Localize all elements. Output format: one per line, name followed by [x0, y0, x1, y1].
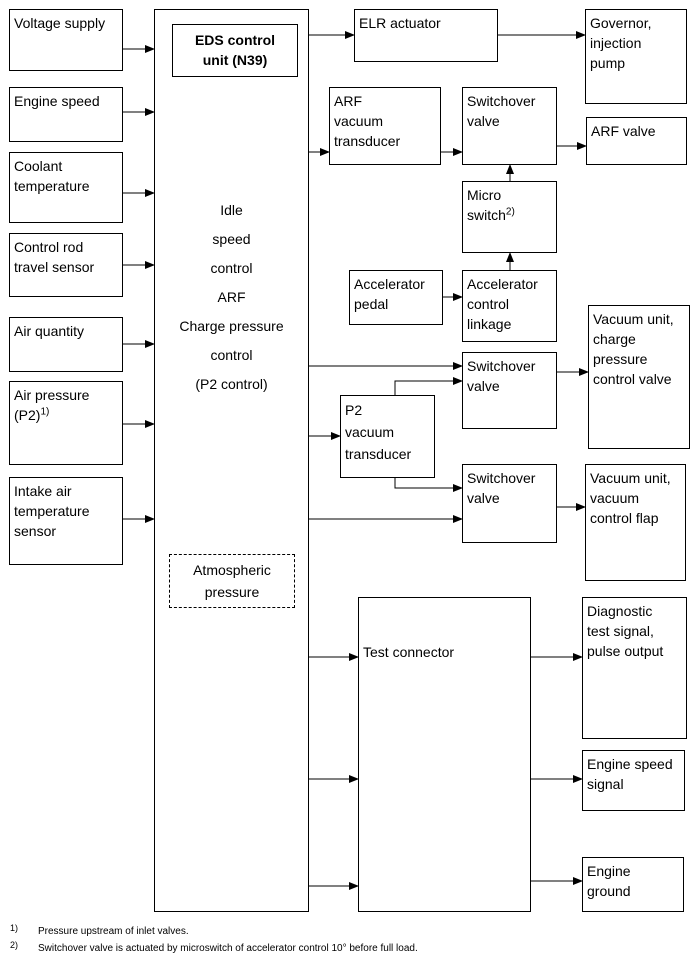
footnote-ref-2: 2) — [505, 206, 515, 218]
control-rod-box: Control rod travel sensor — [9, 233, 123, 297]
control-unit-title-box: EDS control unit (N39) — [172, 24, 298, 77]
arf-valve-box: ARF valve — [586, 117, 687, 165]
arf-transducer-box: ARF vacuum transducer — [329, 87, 441, 165]
accelerator-pedal-box: Accelerator pedal — [349, 270, 443, 325]
arrow-p2-to-flap — [394, 478, 463, 492]
footnote-mark: 1) — [10, 923, 19, 933]
air-pressure-box: Air pressure (P2)1) — [9, 381, 123, 465]
footnote-text: Switchover valve is actuated by microswi… — [38, 943, 418, 954]
footnote-mark: 2) — [10, 940, 19, 950]
function-line: ARF — [217, 289, 246, 305]
footnote-text: Pressure upstream of inlet valves. — [38, 926, 189, 937]
voltage-supply-box: Voltage supply — [9, 9, 123, 71]
governor-box: Governor, injection pump — [585, 9, 687, 104]
control-functions: Idle speed control ARF Charge pressure c… — [154, 196, 309, 399]
control-unit-title: EDS control unit (N39) — [194, 32, 276, 68]
function-line: Charge pressure — [179, 318, 284, 334]
micro-switch-box: Micro switch2) — [462, 181, 557, 253]
intake-air-box: Intake air temperature sensor — [9, 477, 123, 565]
switchover-valve-arf-box: Switchover valve — [462, 87, 557, 165]
function-line: control — [210, 347, 253, 363]
footnote-ref-1: 1) — [40, 406, 50, 418]
p2-transducer-box: P2 vacuum transducer — [340, 395, 435, 478]
vacuum-unit-charge-box: Vacuum unit, charge pressure control val… — [588, 305, 690, 449]
test-connector-box: Test connector — [358, 597, 531, 912]
diagnostic-box: Diagnostic test signal, pulse output — [582, 597, 687, 739]
coolant-temperature-box: Coolant temperature — [9, 152, 123, 223]
engine-speed-signal-box: Engine speed signal — [582, 750, 685, 811]
function-line: Idle — [220, 202, 243, 218]
atmospheric-pressure-box: Atmospheric pressure — [169, 554, 295, 608]
function-line: (P2 control) — [195, 376, 268, 392]
control-unit-frame — [154, 9, 309, 912]
accelerator-linkage-box: Accelerator control linkage — [462, 270, 557, 342]
function-line: speed — [212, 231, 251, 247]
arrow-p2-to-charge — [394, 377, 463, 395]
air-quantity-box: Air quantity — [9, 317, 123, 372]
elr-actuator-box: ELR actuator — [354, 9, 498, 62]
engine-ground-box: Engine ground — [582, 857, 684, 912]
switchover-valve-flap-box: Switchover valve — [462, 464, 557, 543]
function-line: control — [210, 260, 253, 276]
engine-speed-box: Engine speed — [9, 87, 123, 142]
vacuum-unit-flap-box: Vacuum unit, vacuum control flap — [585, 464, 686, 581]
switchover-valve-charge-box: Switchover valve — [462, 352, 557, 429]
